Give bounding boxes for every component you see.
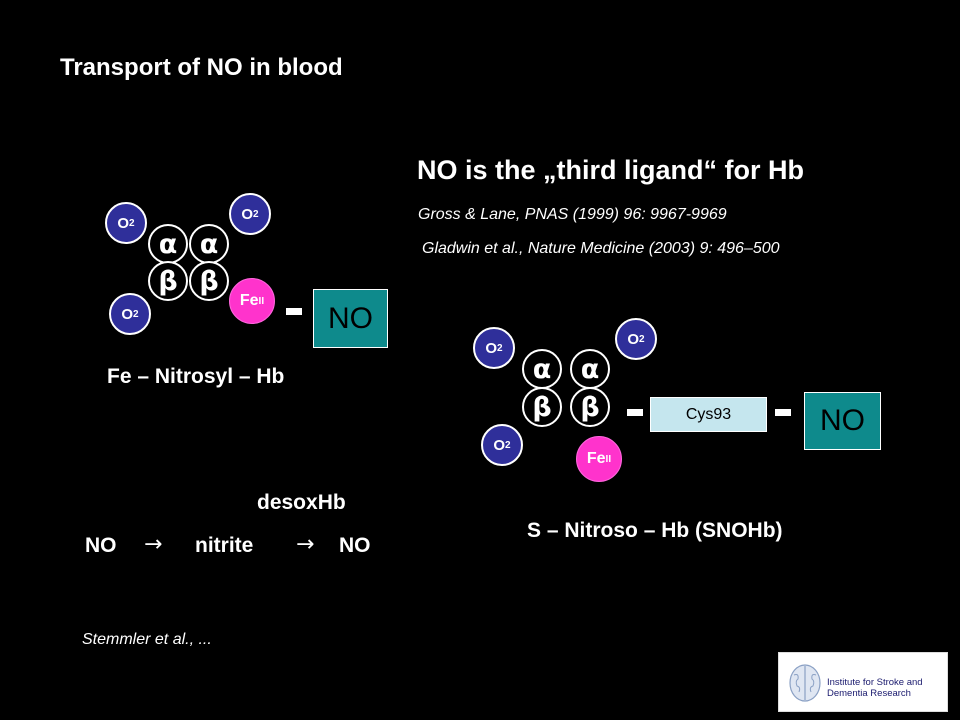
equation-left: NO <box>85 534 117 557</box>
equation-middle: nitrite <box>195 534 254 557</box>
reference-2: Gladwin et al., Nature Medicine (2003) 9… <box>422 240 780 257</box>
bond-dash <box>627 409 643 416</box>
slide-title: Transport of NO in blood <box>60 54 343 81</box>
logo-line-1: Institute for Stroke and <box>827 677 923 688</box>
logo-line-2: Dementia Research <box>827 688 911 699</box>
equation-condition: desoxHb <box>257 491 346 514</box>
no-box: NO <box>804 392 881 450</box>
beta-subunit: β <box>570 387 610 427</box>
beta-subunit: β <box>189 261 229 301</box>
cys93-box: Cys93 <box>650 397 767 432</box>
alpha-subunit: α <box>148 224 188 264</box>
no-box: NO <box>313 289 388 348</box>
alpha-subunit: α <box>189 224 229 264</box>
equation-right: NO <box>339 534 371 557</box>
brain-icon <box>789 664 821 702</box>
institute-logo: Institute for Stroke and Dementia Resear… <box>778 652 948 712</box>
bond-dash <box>775 409 791 416</box>
arrow-icon: → <box>296 532 315 557</box>
arrow-icon: → <box>144 532 163 557</box>
alpha-subunit: α <box>522 349 562 389</box>
fe-nitrosyl-caption: Fe – Nitrosyl – Hb <box>107 365 285 388</box>
beta-subunit: β <box>522 387 562 427</box>
beta-subunit: β <box>148 261 188 301</box>
headline: NO is the „third ligand“ for Hb <box>417 155 804 185</box>
reference-1: Gross & Lane, PNAS (1999) 96: 9967-9969 <box>418 206 727 223</box>
alpha-subunit: α <box>570 349 610 389</box>
s-nitroso-caption: S – Nitroso – Hb (SNOHb) <box>527 519 783 542</box>
bond-dash <box>286 308 302 315</box>
reference-3: Stemmler et al., ... <box>82 631 212 648</box>
